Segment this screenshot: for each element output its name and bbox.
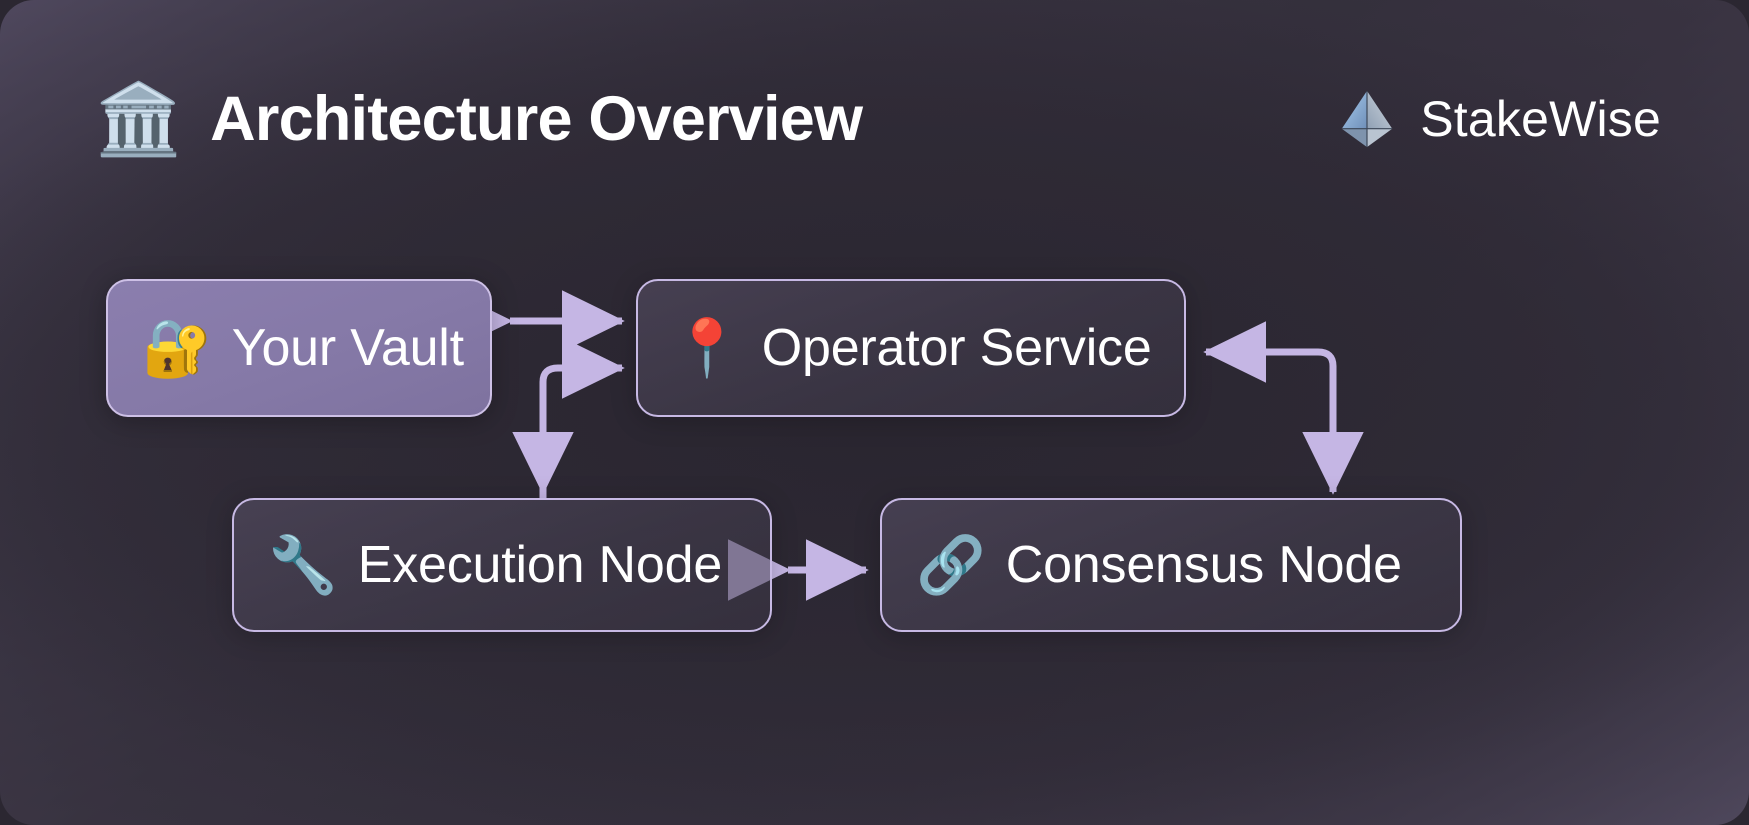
header: 🏛️ Architecture Overview [0, 64, 1749, 174]
node-your-vault[interactable]: 🔐 Your Vault [106, 279, 492, 417]
vault-icon: 🔐 [142, 316, 212, 379]
edge-consensus-to-operator [1203, 321, 1337, 492]
brand-name: StakeWise [1420, 91, 1661, 147]
node-label-execution-node: Execution Node [357, 536, 723, 594]
chain-link-icon: 🔗 [916, 533, 986, 596]
page-title-group: 🏛️ Architecture Overview [95, 64, 863, 174]
node-label-your-vault: Your Vault [231, 319, 464, 377]
stakewise-diamond-logo [1342, 90, 1393, 148]
wrench-icon: 🔧 [268, 533, 338, 596]
brand-group: StakeWise [1336, 64, 1661, 174]
node-consensus-node[interactable]: 🔗 Consensus Node [880, 498, 1462, 632]
node-label-operator-service: Operator Service [761, 319, 1152, 377]
edge-execution-to-operator [539, 337, 625, 500]
node-operator-service[interactable]: 📍 Operator Service [636, 279, 1186, 417]
page-title: Architecture Overview [210, 84, 863, 154]
classical-building-icon: 🏛️ [95, 80, 183, 158]
location-pin-icon: 📍 [672, 316, 742, 379]
node-execution-node[interactable]: 🔧 Execution Node [232, 498, 772, 632]
node-label-consensus-node: Consensus Node [1005, 536, 1402, 594]
